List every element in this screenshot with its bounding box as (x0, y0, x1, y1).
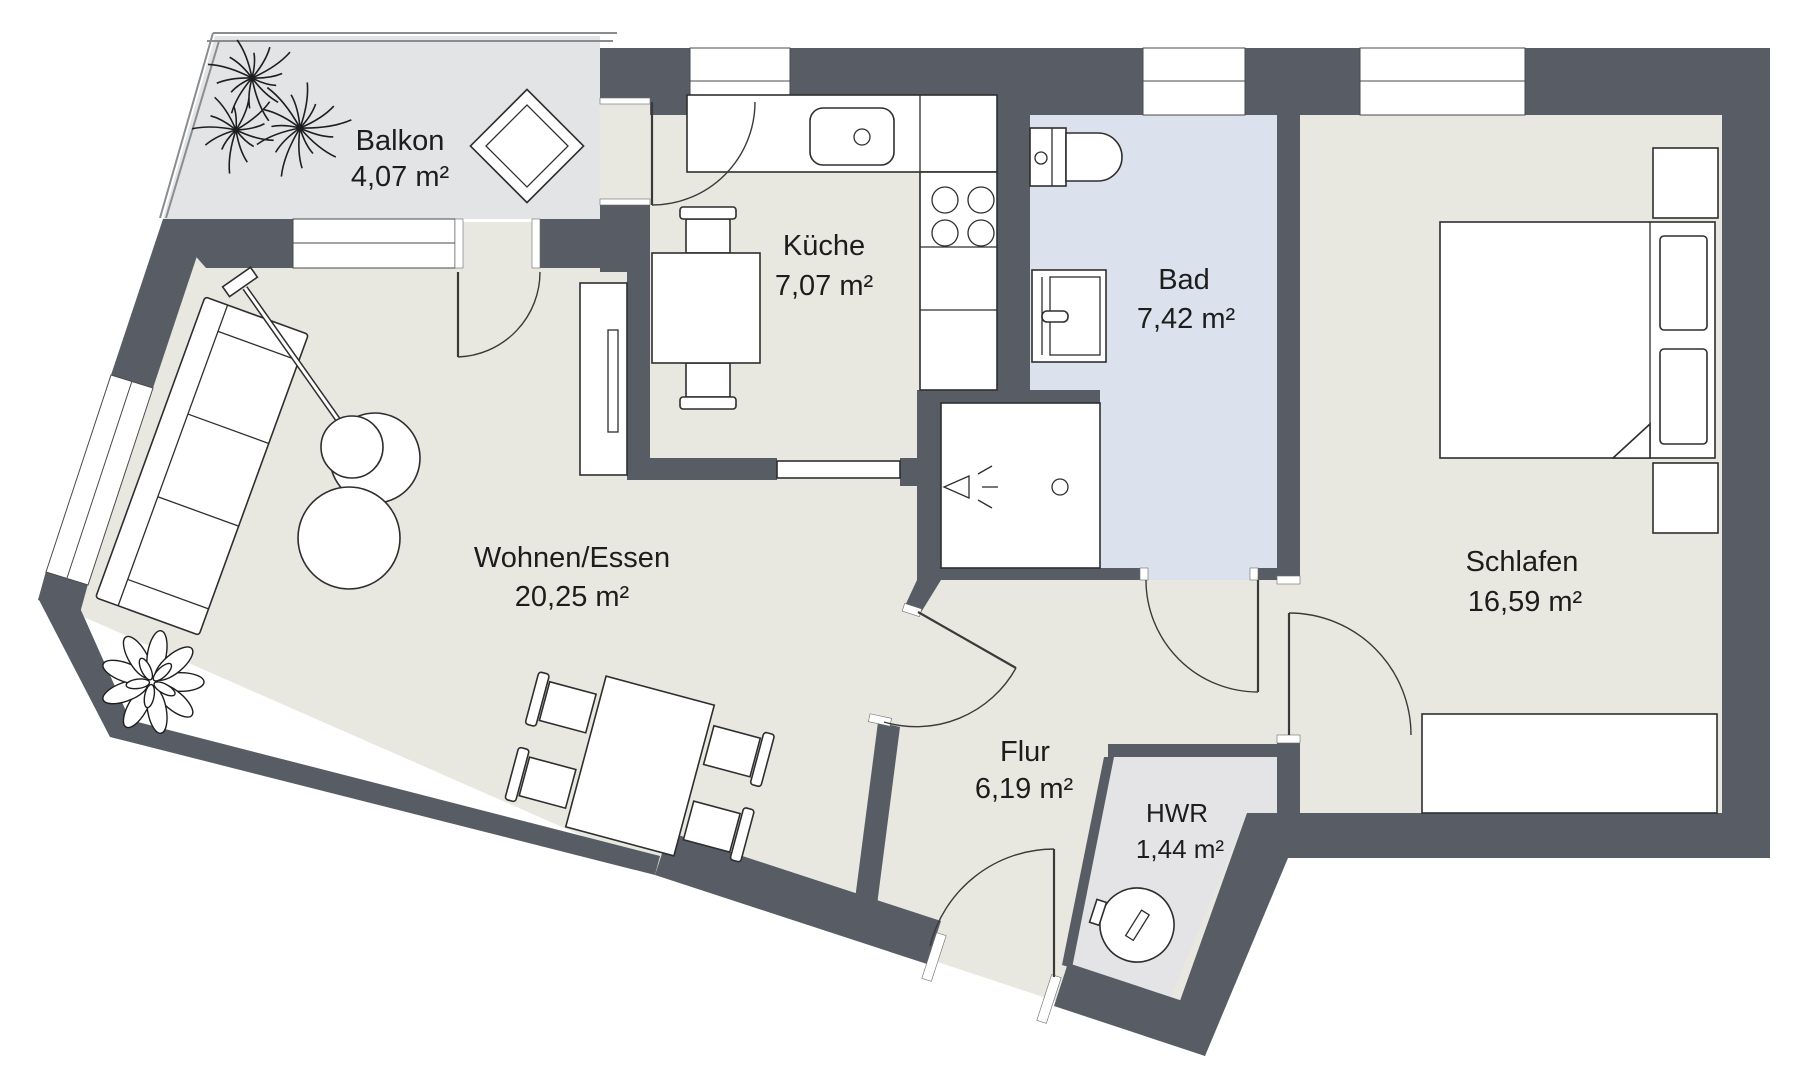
washing-machine-icon (1088, 887, 1175, 963)
kitchen-chair (679, 362, 737, 410)
arc-floor-lamp (221, 266, 421, 504)
dining-chair (504, 746, 577, 810)
label-bad-area: 7,42 m² (1137, 303, 1236, 335)
room-labels: Balkon 4,07 m² Küche 7,07 m² Bad 7,42 m²… (351, 125, 1583, 864)
dresser (1421, 713, 1718, 814)
dining-chair (702, 724, 775, 788)
label-hwr-name: HWR (1146, 798, 1208, 828)
sofa (95, 296, 309, 636)
label-hwr-area: 1,44 m² (1136, 834, 1224, 864)
label-kueche-area: 7,07 m² (775, 270, 874, 302)
label-flur-area: 6,19 m² (975, 773, 1074, 805)
window-bad (1142, 47, 1246, 116)
label-kueche-name: Küche (783, 230, 865, 262)
label-bad-name: Bad (1158, 264, 1210, 296)
floor-plant-icon (102, 630, 205, 734)
dining-table (564, 675, 716, 857)
label-balkon-name: Balkon (356, 125, 445, 157)
label-wohnen-area: 20,25 m² (515, 581, 630, 613)
kitchen-chair (679, 206, 737, 254)
door-jambs (454, 97, 1301, 1024)
dining-table-group (504, 671, 775, 863)
dining-chair (682, 800, 755, 863)
label-wohnen-name: Wohnen/Essen (474, 542, 670, 574)
dining-chair (524, 671, 598, 734)
nightstand (1652, 462, 1719, 534)
kitchen-sink-icon (809, 107, 895, 166)
blanket-fold (1610, 422, 1651, 459)
kitchen-door-leaf-open (776, 460, 901, 479)
coffee-table (297, 486, 401, 590)
balcony-plant-icon (191, 39, 352, 177)
toilet-icon (1029, 127, 1123, 187)
window-living-left (45, 374, 154, 586)
door-balcony-kitchen (650, 101, 756, 206)
pillow (1659, 235, 1708, 331)
washbasin-icon (1031, 269, 1107, 363)
door-entrance (929, 848, 1056, 977)
door-schlafen (1287, 612, 1412, 736)
sideboard (579, 282, 628, 476)
window-schlafen (1359, 47, 1526, 116)
label-schlafen-area: 16,59 m² (1468, 586, 1583, 618)
kitchen-counter (686, 94, 998, 391)
nightstand (1652, 147, 1719, 219)
bed (1439, 221, 1716, 459)
kitchen-table-group (651, 206, 761, 410)
room-balkon-floor (163, 36, 600, 219)
kitchen-table (651, 252, 761, 364)
stove-icon (931, 186, 995, 247)
label-balkon-area: 4,07 m² (351, 161, 450, 193)
shower-icon (940, 402, 1101, 569)
lamp-shade-icon (320, 415, 384, 479)
door-balcony-living (456, 271, 541, 358)
door-living-flur (883, 611, 1017, 728)
balcony-table-icon (469, 88, 585, 204)
kitchen-doorway-floor (600, 104, 650, 201)
doors (456, 101, 1412, 977)
balcony-railing (159, 32, 617, 219)
door-bad (1145, 579, 1260, 693)
window-balcony-wall (292, 218, 456, 269)
apartment-floor (45, 95, 1760, 1050)
label-schlafen-name: Schlafen (1466, 546, 1579, 578)
label-flur-name: Flur (1000, 736, 1050, 768)
pillow (1659, 348, 1708, 445)
